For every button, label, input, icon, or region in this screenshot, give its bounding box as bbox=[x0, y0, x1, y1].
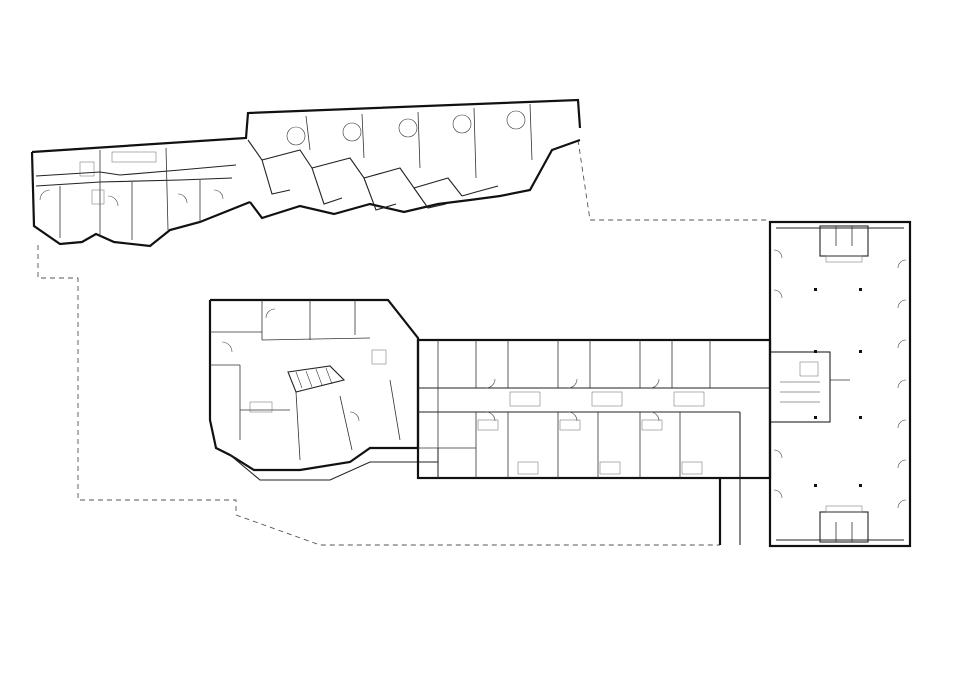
east-corridor-wing bbox=[416, 338, 831, 545]
east-hall bbox=[768, 220, 912, 548]
central-block bbox=[208, 298, 439, 481]
site-boundary bbox=[37, 139, 770, 546]
north-wing bbox=[30, 98, 582, 248]
